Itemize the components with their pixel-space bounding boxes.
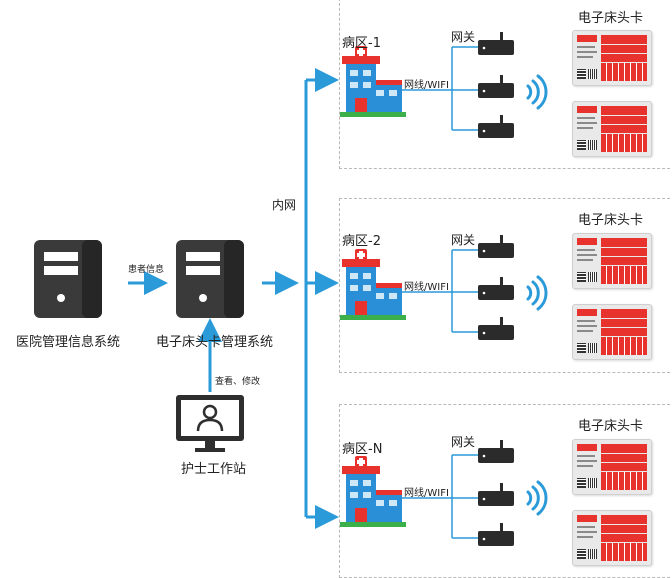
ward-n-card-title: 电子床头卡 <box>578 419 644 434</box>
router-icon <box>478 523 514 546</box>
router-icon <box>478 115 514 138</box>
hospital-building-icon <box>340 46 406 117</box>
ebc-system-label: 电子床头卡管理系统 <box>156 335 274 350</box>
hospital-building-icon <box>340 249 406 320</box>
server-tower-icon <box>34 240 102 318</box>
wifi-signal-icon <box>526 480 548 516</box>
router-icon <box>478 277 514 300</box>
ward-group-2 <box>339 198 672 373</box>
edge-label-patient-info: 患者信息 <box>128 265 165 275</box>
router-icon <box>478 32 514 55</box>
router-icon <box>478 75 514 98</box>
ward-1-title: 病区-1 <box>342 36 381 51</box>
ward-group-1 <box>339 0 672 169</box>
e-ink-bedside-card-icon <box>572 510 652 566</box>
e-ink-bedside-card-icon <box>572 439 652 495</box>
ward-2-gateway-label: 网关 <box>451 233 476 247</box>
ward-n-link-label: 网线/WIFI <box>404 488 449 499</box>
hospital-building-icon <box>340 456 406 527</box>
router-icon <box>478 440 514 463</box>
his-system-label: 医院管理信息系统 <box>16 335 121 350</box>
ward-1-gateway-label: 网关 <box>451 30 476 44</box>
ward-2-title: 病区-2 <box>342 234 381 249</box>
ward-n-gateway-label: 网关 <box>451 435 476 449</box>
wifi-signal-icon <box>526 275 548 311</box>
nurse-station-label: 护士工作站 <box>181 462 247 477</box>
router-icon <box>478 483 514 506</box>
e-ink-bedside-card-icon <box>572 30 652 86</box>
e-ink-bedside-card-icon <box>572 101 652 157</box>
ward-n-title: 病区-N <box>342 442 383 457</box>
wifi-signal-icon <box>526 74 548 110</box>
server-tower-icon <box>176 240 244 318</box>
router-icon <box>478 317 514 340</box>
ward-2-link-label: 网线/WIFI <box>404 282 449 293</box>
e-ink-bedside-card-icon <box>572 233 652 289</box>
ward-1-link-label: 网线/WIFI <box>404 80 449 91</box>
ward-1-card-title: 电子床头卡 <box>578 11 644 26</box>
user-monitor-icon <box>176 395 244 452</box>
ward-2-card-title: 电子床头卡 <box>578 213 644 228</box>
router-icon <box>478 235 514 258</box>
edge-label-intranet: 内网 <box>272 198 297 212</box>
edge-label-view-edit: 查看、修改 <box>215 377 261 387</box>
e-ink-bedside-card-icon <box>572 304 652 360</box>
